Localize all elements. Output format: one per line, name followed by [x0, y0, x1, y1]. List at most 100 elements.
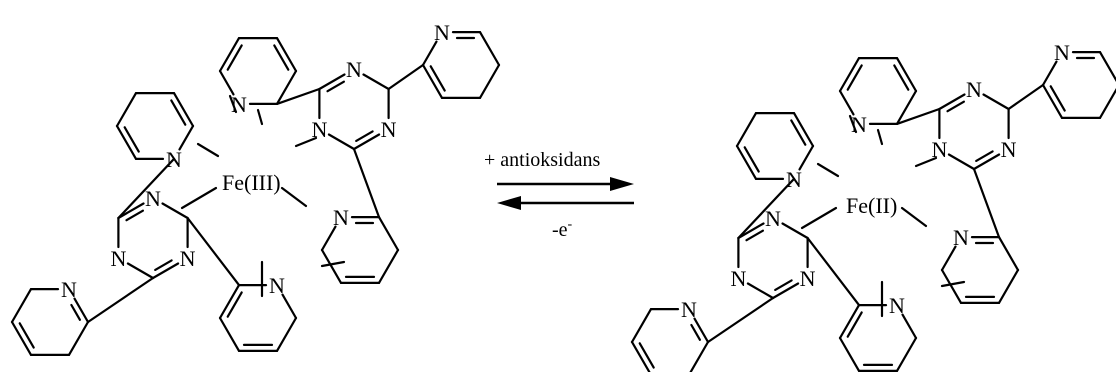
triazine-bottom-nitrogen: N	[110, 246, 126, 271]
inter-ring-bond	[1007, 83, 1045, 111]
coordination-bond	[940, 280, 966, 288]
triazine-top-nitrogen: N	[311, 117, 327, 142]
pyridine-6-bond	[218, 284, 241, 320]
pyridine-1-bond	[218, 69, 235, 96]
triazine-top-bond	[938, 93, 966, 111]
pyridine-5-bond	[630, 308, 653, 344]
triazine-top-bond	[982, 93, 1010, 111]
pyridine-6-bond	[275, 316, 298, 352]
pyridine-6-nitrogen: N	[269, 273, 285, 298]
coordination-bond	[816, 162, 840, 178]
inter-ring-bond	[972, 167, 1001, 239]
pyridine-5-bond	[73, 297, 90, 324]
triazine-top-bond	[362, 73, 390, 91]
pyridine-2-bond	[421, 40, 438, 67]
pyridine-4-bond	[320, 248, 343, 284]
pyridine-3-double-bond	[123, 126, 140, 153]
pyridine-3-bond	[115, 91, 138, 128]
coordination-bond	[876, 128, 884, 146]
pyridine-3-bond	[115, 124, 138, 160]
coordination-bond	[280, 186, 308, 208]
triazine-top-bond	[318, 73, 346, 91]
pyridine-1-bond	[275, 36, 298, 73]
coordination-bond	[900, 206, 928, 228]
coordination-bond	[914, 156, 938, 168]
pyridine-6-double-bond	[846, 311, 863, 338]
inter-ring-bond	[117, 157, 176, 220]
pyridine-1-double-bond	[846, 64, 863, 91]
triazine-top-bond	[327, 133, 356, 151]
pyridine-6-bond	[901, 313, 918, 340]
pyridine-3-bond	[735, 111, 758, 148]
pyridine-6-bond	[281, 293, 298, 320]
pyridine-1-bond	[838, 89, 855, 116]
pyridine-1-bond	[895, 89, 918, 126]
pyridine-2-bond	[478, 30, 501, 67]
pyridine-4-bond	[940, 268, 963, 304]
pyridine-3-bond	[178, 124, 195, 151]
pyridine-1-double-bond	[893, 64, 910, 91]
pyridine-2-bond	[1098, 87, 1116, 120]
triazine-bottom-nitrogen: N	[180, 246, 196, 271]
pyridine-2-bond	[1098, 50, 1116, 83]
triazine-bottom-bond	[161, 202, 189, 220]
triazine-bottom-nitrogen: N	[730, 266, 746, 291]
pyridine-5-double-bond	[18, 322, 35, 349]
triazine-top-double-bond	[946, 100, 966, 113]
pyridine-5-bond	[689, 340, 710, 372]
pyridine-1-bond	[218, 36, 241, 73]
pyridine-2-bond	[421, 63, 444, 100]
pyridine-3-bond	[798, 144, 815, 171]
coordination-bond	[294, 136, 318, 148]
pyridine-6-bond	[218, 316, 241, 352]
inter-ring-bond	[387, 63, 425, 91]
coordination-bond	[848, 114, 858, 134]
pyridine-1-double-bond	[273, 44, 290, 71]
reverse-condition-base: -e	[552, 219, 568, 241]
pyridine-3-bond	[735, 144, 758, 180]
triazine-bottom-double-bond	[745, 229, 765, 242]
pyridine-6-bond	[838, 336, 861, 372]
product-metal-label: Fe(II)	[846, 193, 897, 218]
pyridine-2-bond	[1041, 60, 1058, 87]
pyridine-3-double-bond	[790, 119, 807, 146]
pyridine-4-bond	[940, 245, 957, 272]
inter-ring-bond	[806, 236, 861, 307]
pyridine-5-bond	[10, 320, 33, 356]
triazine-top-double-bond	[975, 150, 994, 162]
inter-ring-bond	[706, 296, 775, 344]
coordination-bond	[800, 206, 838, 230]
triazine-bottom-bond	[126, 262, 155, 280]
triazine-top-double-bond	[326, 80, 345, 93]
coordination-bond	[256, 108, 264, 126]
reverse-condition-superscript: -	[568, 217, 573, 232]
pyridine-5-nitrogen: N	[681, 297, 697, 322]
inter-ring-bond	[895, 107, 941, 126]
reactant-metal-label: Fe(III)	[222, 170, 281, 195]
triazine-top-double-bond	[355, 130, 374, 142]
triazine-top-bond	[947, 153, 976, 171]
inter-ring-bond	[352, 147, 381, 219]
triazine-bottom-double-bond	[125, 209, 144, 222]
reverse-condition-label: -e-	[552, 217, 573, 241]
pyridine-5-nitrogen: N	[61, 277, 77, 302]
triazine-bottom-double-bond	[154, 259, 173, 271]
coordination-bond	[228, 94, 238, 114]
triazine-top-bond	[972, 153, 1001, 171]
pyridine-4-bond	[997, 236, 1020, 272]
pyridine-2-nitrogen: N	[434, 20, 450, 45]
pyridine-4-bond	[997, 268, 1020, 304]
pyridine-5-bond	[67, 320, 90, 356]
pyridine-4-bond	[377, 248, 400, 284]
inter-ring-bond	[86, 276, 155, 324]
pyridine-1-bond	[275, 69, 298, 106]
pyridine-2-bond	[478, 63, 501, 100]
inter-ring-bond	[186, 216, 241, 287]
pyridine-5-bond	[10, 288, 33, 324]
triazine-bottom-bond	[746, 282, 775, 300]
pyridine-5-double-bond	[70, 303, 82, 321]
